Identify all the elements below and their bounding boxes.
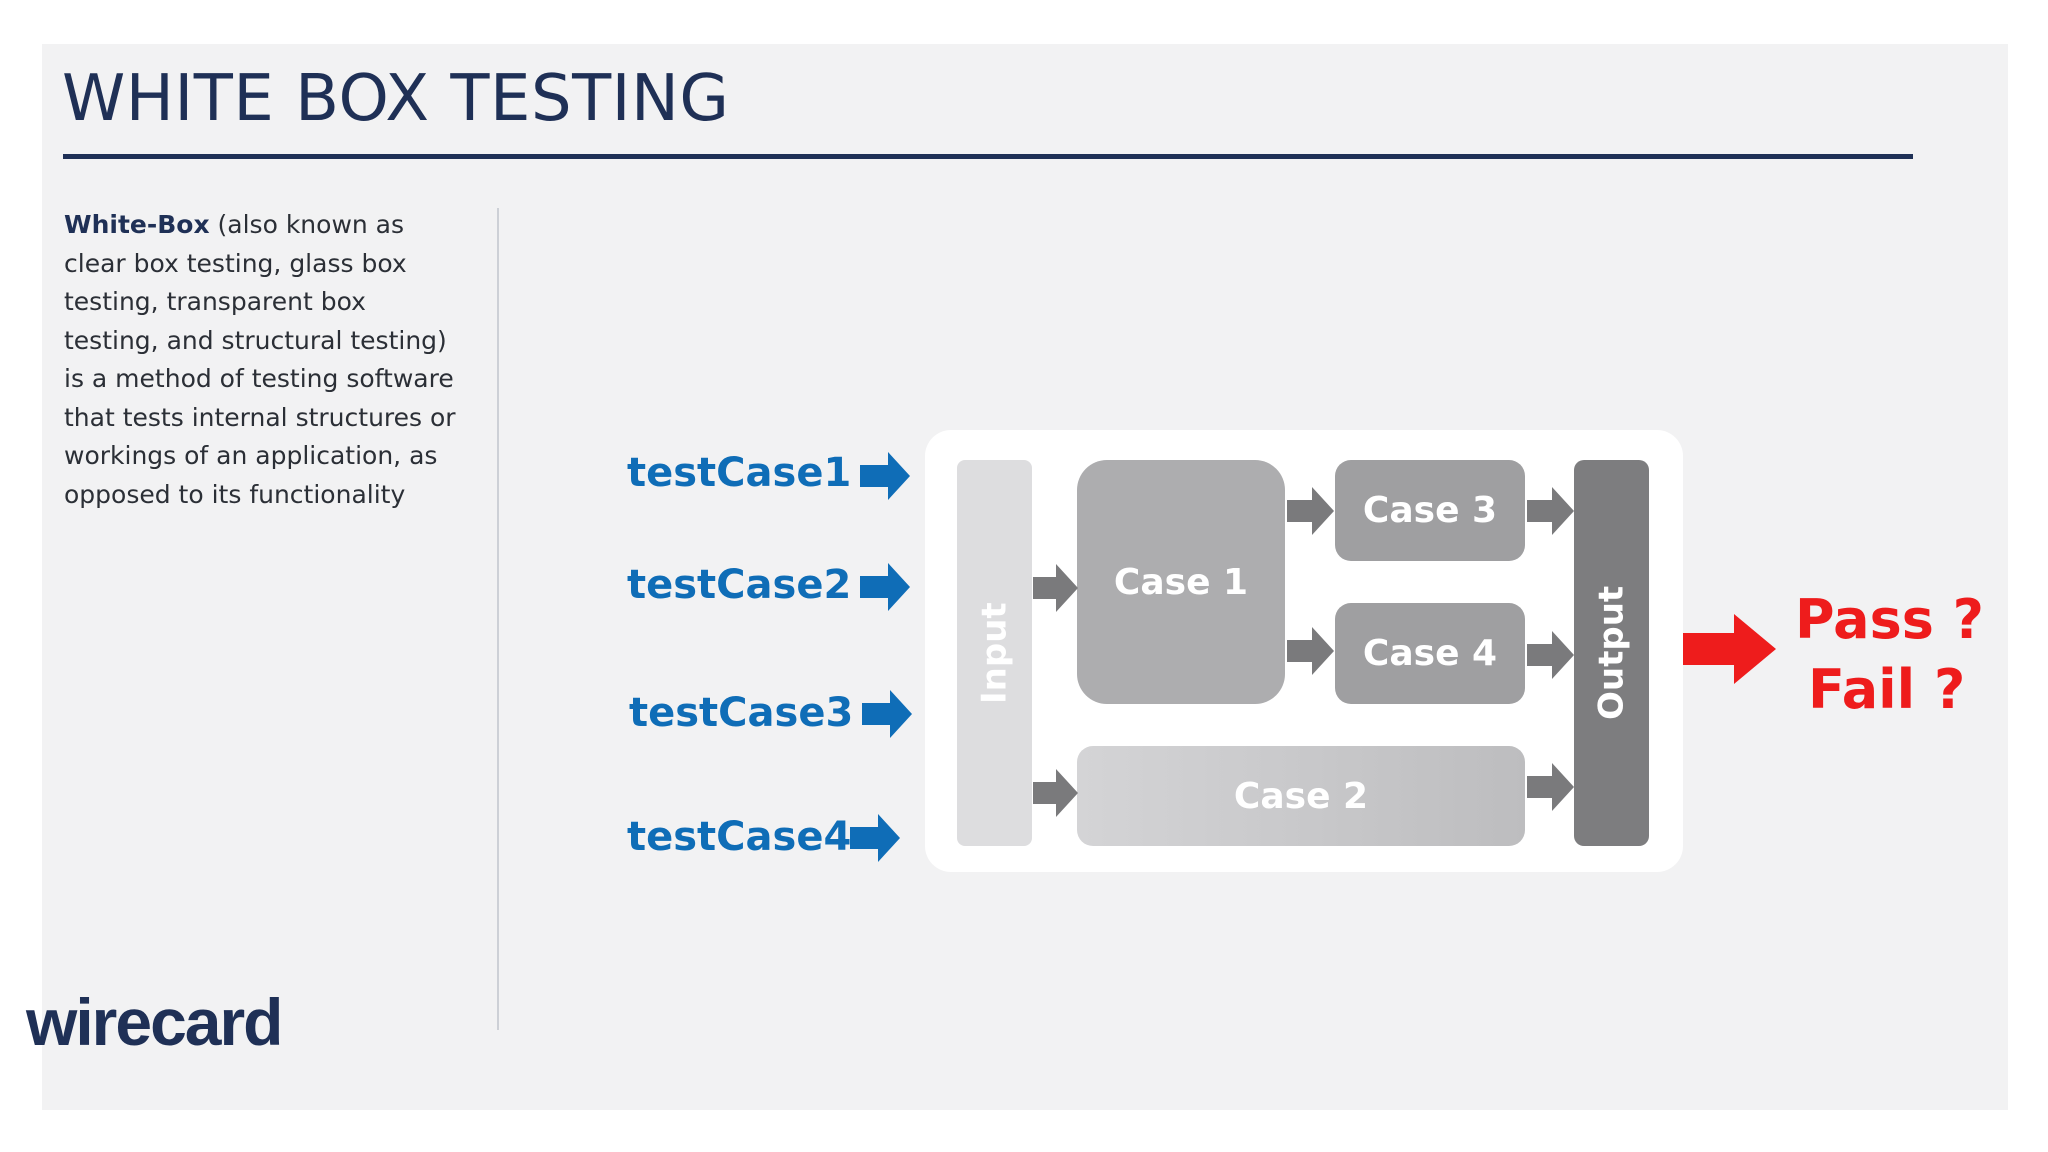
blue-arrow-icon-2 [860,563,910,611]
test-case-3-label: testCase3 [629,690,854,736]
test-case-4-label: testCase4 [627,814,852,860]
input-label: Input [974,602,1015,704]
gray-arrow-icon-case3-output [1527,487,1574,535]
input-bar [957,460,1032,846]
case-3-box [1335,460,1525,561]
vertical-divider [497,208,499,1030]
description-text: White-Box (also known as clear box testi… [64,206,464,514]
case-3-label: Case 3 [1362,490,1498,531]
output-label: Output [1591,585,1632,721]
gray-arrow-icon-input-case1 [1033,564,1078,612]
result-pass: Pass ? [1795,588,1984,651]
gray-arrow-icon-case1-case4 [1287,627,1334,675]
gray-arrow-icon-case4-output [1527,631,1574,679]
test-case-1-label: testCase1 [627,450,852,496]
result-fail: Fail ? [1808,658,1966,721]
description-strong: White-Box [64,210,210,239]
title-underline [63,154,1913,159]
gray-arrow-icon-input-case2 [1033,769,1078,817]
description-body: (also known as clear box testing, glass … [64,210,456,509]
blue-arrow-icon-4 [850,814,900,862]
wirecard-logo: wirecard [26,985,283,1059]
output-bar [1574,460,1649,846]
page-title: WHITE BOX TESTING [62,62,730,136]
gray-arrow-icon-case1-case3 [1287,487,1334,535]
red-arrow-icon [1683,614,1776,684]
case-1-box [1077,460,1285,704]
case-4-box [1335,603,1525,704]
case-4-label: Case 4 [1362,633,1498,674]
case-2-box [1077,746,1525,846]
case-2-label: Case 2 [1233,775,1369,817]
blue-arrow-icon-1 [860,452,910,500]
blue-arrow-icon-3 [862,690,912,738]
gray-arrow-icon-case2-output [1527,763,1574,811]
case-1-label: Case 1 [1113,561,1249,603]
test-case-2-label: testCase2 [627,562,852,608]
